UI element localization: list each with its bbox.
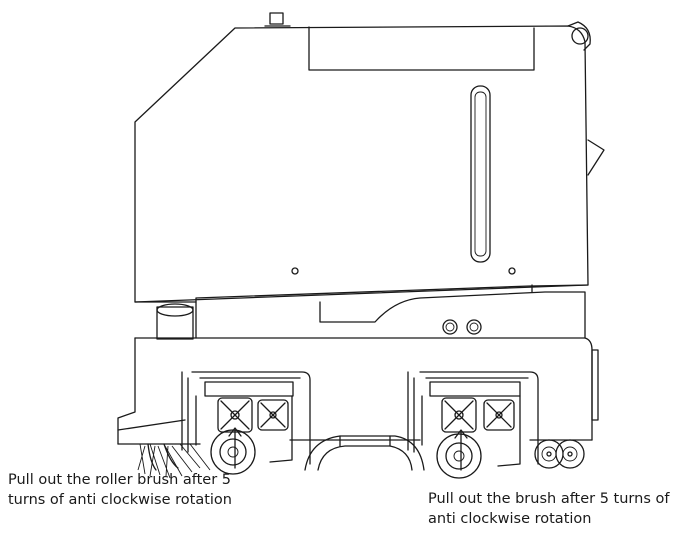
caster-wheels	[534, 439, 585, 469]
upper-housing	[134, 12, 605, 303]
lower-chassis	[117, 337, 599, 445]
brush-module	[407, 371, 539, 479]
brush-instruction: Pull out the brush after 5 turns of anti…	[428, 489, 669, 529]
roller-brush-instruction: Pull out the roller brush after 5 turns …	[8, 470, 232, 510]
drive-wheel	[304, 435, 425, 471]
roller-brush-module	[137, 371, 311, 479]
roller-brush-instruction-line1: Pull out the roller brush after 5	[8, 472, 232, 488]
brush-instruction-line2: anti clockwise rotation	[428, 511, 592, 527]
mid-connector	[156, 284, 586, 340]
roller-brush-instruction-line2: turns of anti clockwise rotation	[8, 492, 232, 508]
brush-instruction-line1: Pull out the brush after 5 turns of	[428, 491, 670, 507]
